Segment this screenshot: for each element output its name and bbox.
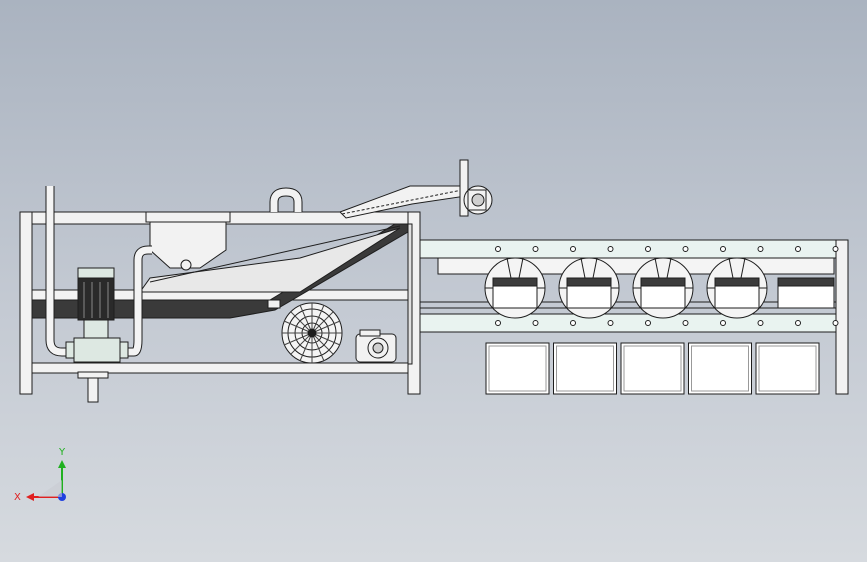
roller-drum[interactable] bbox=[632, 257, 694, 319]
end-basket-belt bbox=[777, 277, 835, 287]
gear-motor-cap bbox=[359, 329, 381, 337]
slope-edge bbox=[149, 225, 401, 283]
bin-inner bbox=[758, 345, 817, 392]
drum-spoke bbox=[580, 257, 586, 279]
rail-bolt bbox=[757, 320, 764, 326]
drum-spoke bbox=[740, 257, 746, 279]
drum-belt bbox=[714, 277, 760, 287]
collection-bins[interactable] bbox=[485, 342, 820, 395]
pump-motor bbox=[77, 277, 115, 321]
tank-slope bbox=[139, 227, 401, 293]
rail-bolt bbox=[495, 246, 501, 252]
rail-bolt bbox=[645, 320, 651, 326]
air-blower[interactable] bbox=[267, 299, 343, 364]
drum-spoke bbox=[506, 257, 512, 279]
y-axis-label: Y bbox=[58, 447, 66, 458]
hopper-rim bbox=[145, 211, 231, 223]
rail-bolt bbox=[645, 246, 651, 252]
rail-bolt bbox=[795, 320, 801, 326]
gear-motor[interactable] bbox=[355, 329, 397, 363]
roller-drum[interactable] bbox=[706, 257, 768, 319]
drum-belt bbox=[566, 277, 612, 287]
drum-spoke bbox=[666, 257, 672, 279]
bin-inner bbox=[623, 345, 682, 392]
collection-bin[interactable] bbox=[688, 342, 752, 395]
vertical-pump[interactable] bbox=[45, 186, 152, 363]
conveyor-upper-rail bbox=[419, 239, 848, 259]
x-axis-head bbox=[26, 493, 34, 501]
conveyor-end-leg bbox=[835, 239, 849, 395]
blower-duct bbox=[267, 299, 281, 309]
inclined-conveyor[interactable] bbox=[339, 159, 493, 219]
pump-coupling bbox=[83, 319, 109, 339]
rail-bolts bbox=[495, 246, 839, 326]
gear-motor-shaft bbox=[372, 342, 384, 354]
rail-bolt bbox=[495, 320, 501, 326]
roller-drum[interactable] bbox=[484, 257, 546, 319]
triad-plane bbox=[38, 480, 62, 497]
collection-bin[interactable] bbox=[553, 342, 617, 395]
blower-hub bbox=[307, 328, 317, 338]
rail-bolt bbox=[720, 246, 726, 252]
drum-spoke bbox=[518, 257, 524, 279]
hopper-outlet bbox=[180, 259, 192, 271]
collection-bin[interactable] bbox=[485, 342, 550, 395]
bin-inner bbox=[488, 345, 547, 392]
machine-frame[interactable] bbox=[19, 211, 421, 403]
discharge-pipe bbox=[120, 246, 152, 356]
rail-bolt bbox=[795, 246, 801, 252]
motor-top-cap bbox=[77, 267, 115, 279]
rail-bolt bbox=[757, 246, 764, 252]
axis-triad[interactable]: X Y bbox=[14, 447, 66, 503]
y-axis-head bbox=[58, 460, 66, 468]
rail-bolt bbox=[682, 246, 689, 252]
pump-inlet-flange bbox=[65, 341, 75, 359]
rail-bolt bbox=[682, 320, 689, 326]
roller-drums[interactable] bbox=[484, 257, 835, 319]
rail-bolt bbox=[532, 246, 539, 252]
drum-belt bbox=[640, 277, 686, 287]
x-axis-label: X bbox=[14, 492, 21, 503]
frame-inner-post bbox=[407, 223, 413, 365]
pulley-guard bbox=[467, 189, 487, 211]
pump-outlet-flange bbox=[119, 341, 129, 359]
drum-spoke bbox=[592, 257, 598, 279]
bin-inner bbox=[691, 345, 749, 392]
collection-bin[interactable] bbox=[620, 342, 685, 395]
rail-bolt bbox=[832, 246, 839, 252]
drum-spoke bbox=[654, 257, 660, 279]
feed-hopper bbox=[145, 211, 231, 271]
conveyor-belt bbox=[341, 189, 463, 215]
drum-belt bbox=[492, 277, 538, 287]
rail-bolt bbox=[570, 320, 576, 326]
conveyor-post bbox=[459, 159, 469, 217]
suction-pipe bbox=[46, 186, 74, 356]
rail-bolt bbox=[532, 320, 539, 326]
bin-inner bbox=[556, 345, 614, 392]
drain-flange bbox=[77, 371, 109, 379]
roller-drum[interactable] bbox=[558, 257, 620, 319]
rail-bolt bbox=[607, 320, 614, 326]
end-basket[interactable] bbox=[777, 277, 835, 309]
suction-pipe-outline bbox=[45, 186, 74, 357]
pump-casing bbox=[73, 337, 121, 363]
conveyor-lower-rail bbox=[419, 313, 848, 333]
rail-bolt bbox=[570, 246, 576, 252]
top-u-pipe bbox=[270, 188, 302, 212]
conveyor-pulley-hub bbox=[471, 193, 485, 207]
drum-spoke bbox=[728, 257, 734, 279]
collection-bin[interactable] bbox=[755, 342, 820, 395]
rail-bolt bbox=[832, 320, 839, 326]
frame-left-leg bbox=[19, 211, 33, 395]
rail-bolt bbox=[607, 246, 614, 252]
rail-bolt bbox=[720, 320, 726, 326]
